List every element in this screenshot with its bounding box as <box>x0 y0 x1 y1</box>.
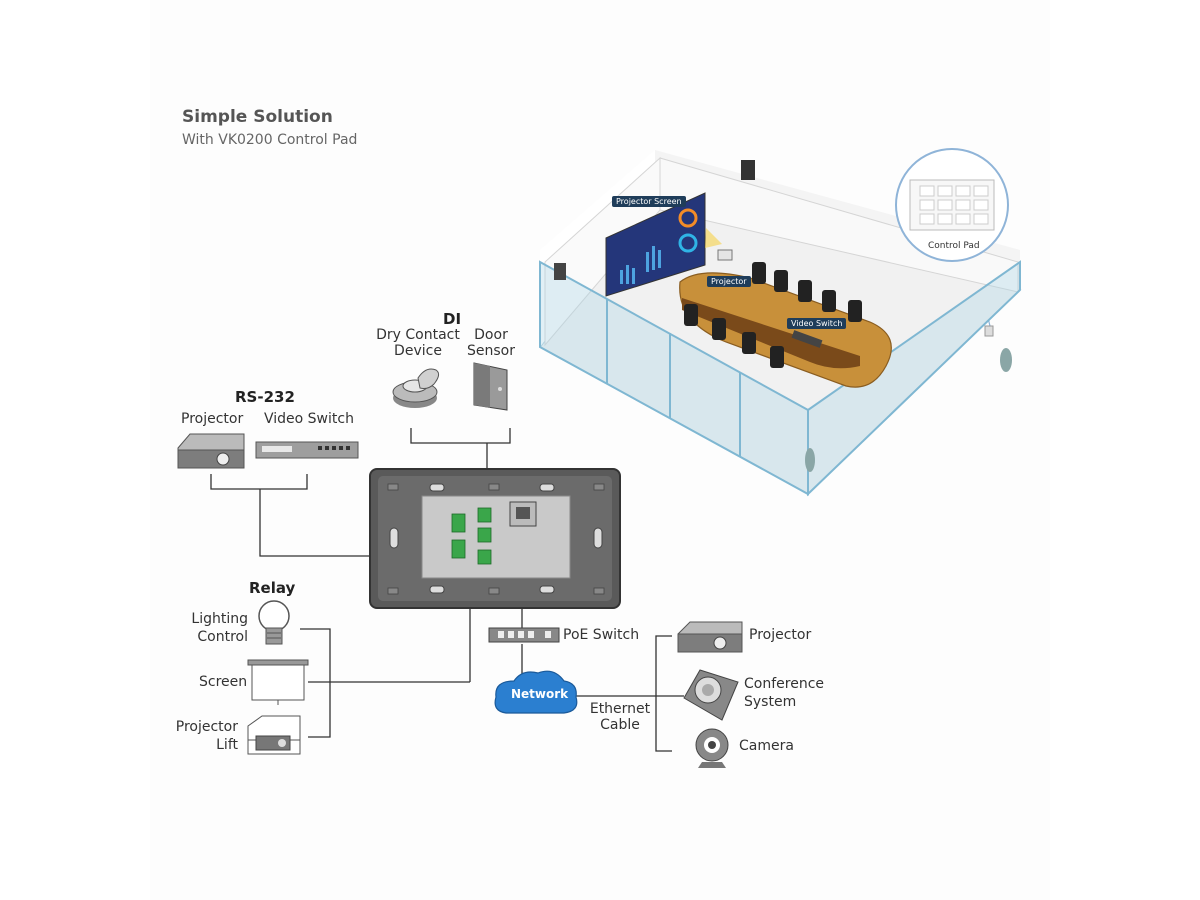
poe-switch-icon <box>488 627 560 643</box>
projector-lift-label: Projector Lift <box>175 719 238 753</box>
door-sensor-label: Door Sensor <box>467 327 515 359</box>
conference-room-illustration <box>538 148 1022 497</box>
control-pad-backplate <box>369 468 621 609</box>
screen-label: Screen <box>199 674 248 690</box>
network-cloud-icon <box>494 670 578 714</box>
diagram-title: Simple Solution <box>182 107 333 127</box>
door-icon <box>473 362 508 411</box>
dry-contact-label: Dry Contact Device <box>376 327 460 359</box>
projector-lift-icon <box>247 715 301 755</box>
ethernet-cable-label: Ethernet Cable <box>589 701 651 733</box>
camera-label: Camera <box>739 738 794 754</box>
projector-icon-rs232 <box>177 433 245 469</box>
video-switch-tag: Video Switch <box>787 318 847 329</box>
push-button-icon <box>392 368 440 408</box>
rs232-bracket <box>210 474 308 490</box>
screen-icon <box>247 659 309 705</box>
projector-tag: Projector <box>707 276 751 287</box>
di-bracket <box>410 428 511 444</box>
control-pad-label: Control Pad <box>928 241 980 251</box>
rs232-video-switch-label: Video Switch <box>264 411 354 427</box>
relay-bracket <box>300 628 331 738</box>
projector-screen-tag: Projector Screen <box>612 196 686 207</box>
video-switch-icon <box>255 441 359 459</box>
camera-icon <box>695 728 729 768</box>
terminal-blocks <box>451 507 492 565</box>
network-cloud-label: Network <box>511 687 569 701</box>
projector-icon-right <box>677 621 743 653</box>
poe-switch-label: PoE Switch <box>563 627 640 643</box>
light-bulb-icon <box>258 600 290 645</box>
device-projector-label: Projector <box>749 627 812 643</box>
conference-speaker-icon <box>683 669 739 721</box>
di-heading: DI <box>443 310 462 328</box>
lighting-control-label: Lighting Control <box>191 611 248 645</box>
rs232-projector-label: Projector <box>181 411 244 427</box>
conference-system-label: Conference System <box>744 676 825 710</box>
rs232-heading: RS-232 <box>235 388 295 406</box>
relay-heading: Relay <box>249 579 296 597</box>
diagram-subtitle: With VK0200 Control Pad <box>182 132 358 148</box>
device-bracket <box>655 635 672 752</box>
